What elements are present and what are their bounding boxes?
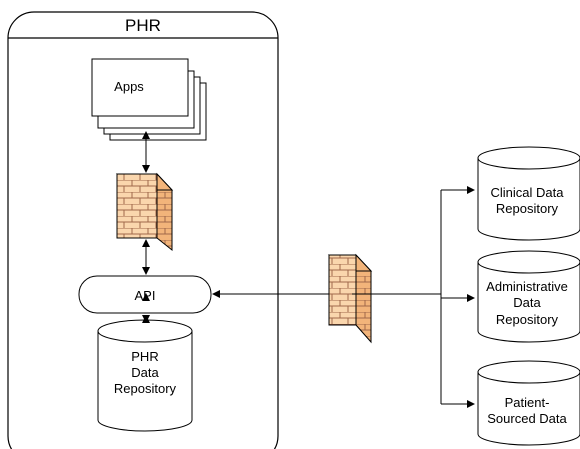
administrative-repository-line-2: Data xyxy=(513,295,541,310)
patient-sourced-data-repository: Patient- Sourced Data xyxy=(477,360,580,446)
apps-box-stack[interactable]: Apps xyxy=(91,58,207,141)
administrative-repository-line-3: Repository xyxy=(496,312,559,327)
phr-firewall-icon xyxy=(115,172,174,252)
phr-repository-line-3: Repository xyxy=(114,381,177,396)
clinical-data-repository: Clinical Data Repository xyxy=(477,146,580,241)
phr-repository-line-1: PHR xyxy=(131,349,158,364)
administrative-repository-line-1: Administrative xyxy=(486,279,568,294)
patient-sourced-line-1: Patient- xyxy=(505,395,550,410)
clinical-repository-line-1: Clinical Data xyxy=(491,185,565,200)
phr-repository-line-2: Data xyxy=(131,365,159,380)
patient-sourced-line-2: Sourced Data xyxy=(487,411,567,426)
phr-data-repository: PHR Data Repository xyxy=(97,319,193,432)
external-connectors xyxy=(352,186,475,408)
administrative-data-repository: Administrative Data Repository xyxy=(477,250,580,343)
api-gateway[interactable]: API xyxy=(78,275,212,314)
clinical-repository-line-2: Repository xyxy=(496,201,559,216)
api-label: API xyxy=(135,288,156,303)
phr-container-title: PHR xyxy=(125,16,161,35)
apps-label: Apps xyxy=(114,79,144,94)
external-firewall-icon xyxy=(327,253,373,344)
